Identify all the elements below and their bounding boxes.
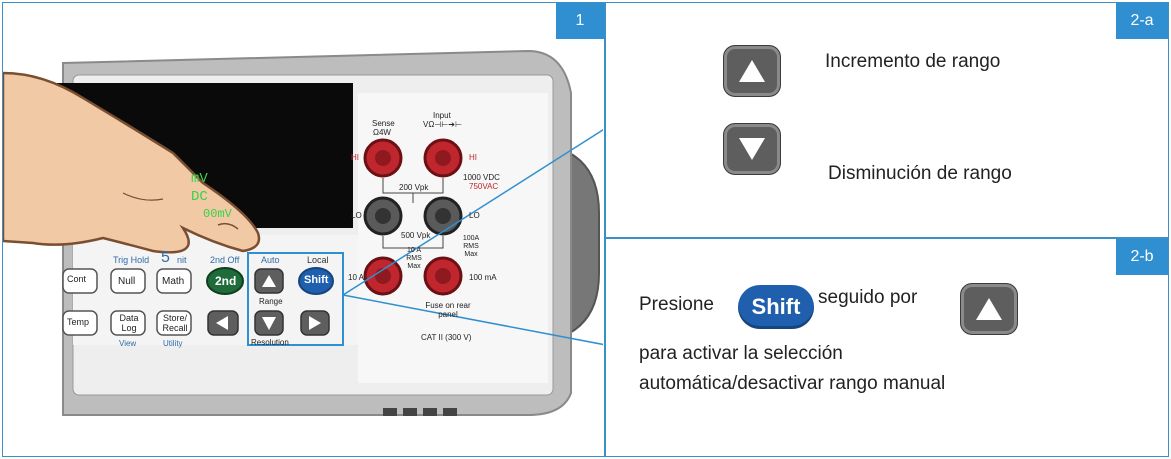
terminal-200vpk: 200 Vpk [399, 183, 429, 192]
instruction-line-2: para activar la selección [639, 343, 843, 364]
key-digit-suffix: nit [177, 255, 187, 265]
key-utility-label: Utility [163, 339, 183, 348]
down-arrow-icon [739, 138, 765, 160]
up-arrow-icon [739, 60, 765, 82]
terminal-fuse: Fuse on rear panel [425, 301, 471, 319]
terminal-sense-lo [363, 196, 403, 236]
terminal-10a [363, 256, 403, 296]
key-trig-hold-label: Trig Hold [113, 255, 150, 265]
terminal-100a-rms: 100A RMS Max [462, 235, 480, 258]
terminal-1000vdc: 1000 VDC [463, 173, 500, 182]
key-store-recall[interactable]: Store/ Recall [162, 313, 188, 333]
pointing-hand-icon [3, 71, 261, 254]
key-cont[interactable]: Cont [67, 274, 87, 284]
followed-by-text: seguido por [818, 287, 918, 308]
display-mode: DC [191, 189, 208, 205]
terminal-hi-right: HI [469, 153, 477, 162]
panel-tag-1: 1 [556, 3, 604, 39]
terminal-750vac: 750VAC [469, 182, 499, 191]
panel-tag-2b: 2-b [1116, 239, 1168, 275]
instruction-line-3: automática/desactivar rango manual [639, 373, 946, 394]
key-auto-label: Auto [261, 255, 280, 265]
terminal-hi-left: HI [351, 153, 359, 162]
range-down-key [723, 123, 781, 175]
key-null[interactable]: Null [118, 276, 136, 287]
up-arrow-icon [976, 298, 1002, 320]
key-digit-label: 5 [161, 249, 170, 266]
terminal-100ma [423, 256, 463, 296]
key-2nd[interactable]: 2nd [215, 274, 237, 288]
key-data-log[interactable]: Data Log [119, 313, 139, 333]
terminal-10a-rms: 10 A RMS Max [406, 247, 422, 270]
key-2nd-off-label: 2nd Off [210, 255, 240, 265]
key-view-label: View [119, 339, 137, 348]
terminal-sense-symbol: Ω4W [373, 128, 391, 137]
terminal-sense-label: Sense [372, 119, 395, 128]
range-up-key [723, 45, 781, 97]
key-shift[interactable]: Shift [304, 274, 329, 286]
terminal-100ma: 100 mA [469, 273, 497, 282]
display-range: 00mV [203, 207, 232, 221]
key-resolution-label: Resolution [251, 338, 289, 347]
range-up-key-2b [960, 283, 1018, 335]
range-down-label: Disminución de rango [828, 163, 1012, 184]
terminal-lo-left: LO [351, 211, 362, 220]
autorange-panel-2b: 2-b Presione Shift seguido por para acti… [605, 238, 1169, 457]
terminal-input-label: Input [433, 111, 451, 120]
range-keys-highlight [247, 252, 344, 346]
range-up-label: Incremento de rango [825, 51, 1001, 72]
terminal-500vpk: 500 Vpk [401, 231, 431, 240]
shift-key: Shift [738, 285, 814, 329]
key-temp[interactable]: Temp [67, 317, 90, 327]
device-panel: 1 1 01 [2, 2, 605, 457]
multimeter-illustration: 1 01 [3, 49, 603, 416]
key-local-label: Local [307, 255, 329, 265]
display-units: mV [191, 171, 208, 187]
key-range-label: Range [259, 297, 283, 306]
terminal-sense-hi [363, 138, 403, 178]
panel-tag-2a: 2-a [1116, 3, 1168, 39]
terminal-lo-right: LO [469, 211, 480, 220]
terminal-cat: CAT II (300 V) [421, 333, 472, 342]
terminal-input-hi [423, 138, 463, 178]
terminal-input-symbol: VΩ⊣⊢➔⊢ [423, 120, 462, 129]
range-panel-2a: 2-a Incremento de rango Disminución de r… [605, 2, 1169, 238]
terminal-10a-left: 10 A [348, 273, 365, 282]
press-text: Presione [639, 294, 714, 315]
key-math[interactable]: Math [162, 276, 185, 287]
terminal-input-lo [423, 196, 463, 236]
